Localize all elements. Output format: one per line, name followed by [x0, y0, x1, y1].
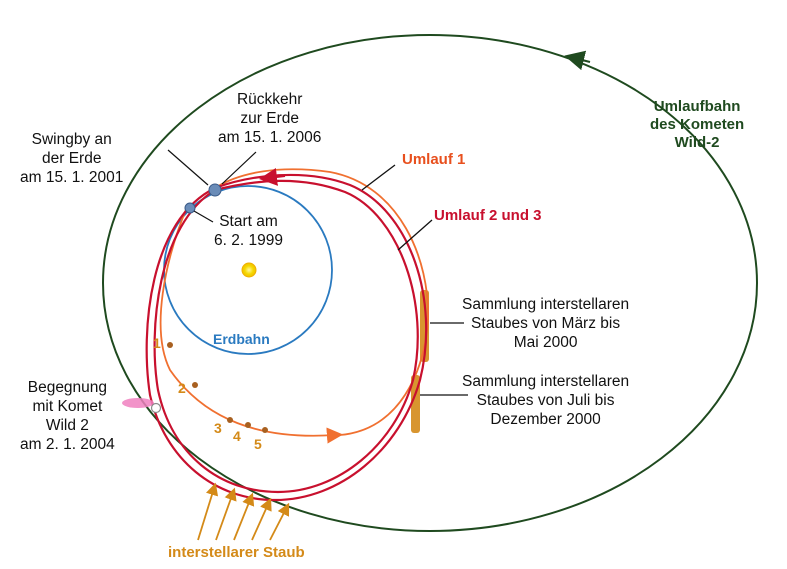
marker-3: 3 [214, 420, 222, 436]
orbit-23-path-a [145, 173, 428, 502]
collection-1-label: Sammlung interstellaren Staubes von März… [462, 296, 630, 351]
return-label: Rückkehr zur Erde am 15. 1. 2006 [218, 91, 322, 146]
dust-arrow-4 [251, 497, 272, 541]
comet-orbit-label: Umlaufbahn des Kometen Wild-2 [650, 98, 745, 151]
earth-swingby-icon [208, 183, 222, 197]
marker-dot-4 [245, 422, 251, 428]
marker-4: 4 [233, 428, 241, 444]
dust-arrow-3 [233, 492, 255, 541]
earth-orbit-label: Erdbahn [213, 331, 270, 347]
comet-tail-icon [122, 398, 154, 408]
orbit-23-label: Umlauf 2 und 3 [434, 207, 542, 224]
comet-icon [150, 402, 162, 414]
leader-orbit1 [361, 164, 396, 191]
dust-arrow-2 [215, 487, 237, 541]
encounter-label: Begegnung mit Komet Wild 2 am 2. 1. 2004 [20, 379, 115, 453]
orbit-1-label: Umlauf 1 [402, 151, 466, 168]
leader-swingby [167, 149, 209, 186]
marker-dot-1 [167, 342, 173, 348]
start-label: Start am 6. 2. 1999 [214, 213, 283, 249]
earth-start-icon [184, 202, 196, 214]
comet-orbit-arrow [564, 50, 591, 71]
interstellar-dust-label: interstellarer Staub [168, 544, 305, 561]
comet-orbit [102, 34, 758, 532]
collection-2-label: Sammlung interstellaren Staubes von Juli… [462, 373, 630, 428]
orbit-1-outer [214, 168, 429, 436]
marker-dot-3 [227, 417, 233, 423]
sun [241, 262, 257, 278]
marker-1: 1 [153, 335, 161, 351]
swingby-label: Swingby an der Erde am 15. 1. 2001 [20, 131, 124, 186]
dust-arrow-5 [269, 502, 290, 541]
marker-5: 5 [254, 436, 262, 452]
orbit-23-arrow [259, 168, 286, 186]
marker-2: 2 [178, 380, 186, 396]
leader-start [193, 210, 214, 223]
leader-orbit23 [397, 219, 433, 251]
marker-dot-5 [262, 427, 268, 433]
orbit-1-path [159, 206, 344, 444]
orbit-23-path-b [153, 179, 419, 494]
leader-return [221, 151, 257, 185]
dust-arrow-1 [197, 482, 219, 541]
marker-dot-2 [192, 382, 198, 388]
